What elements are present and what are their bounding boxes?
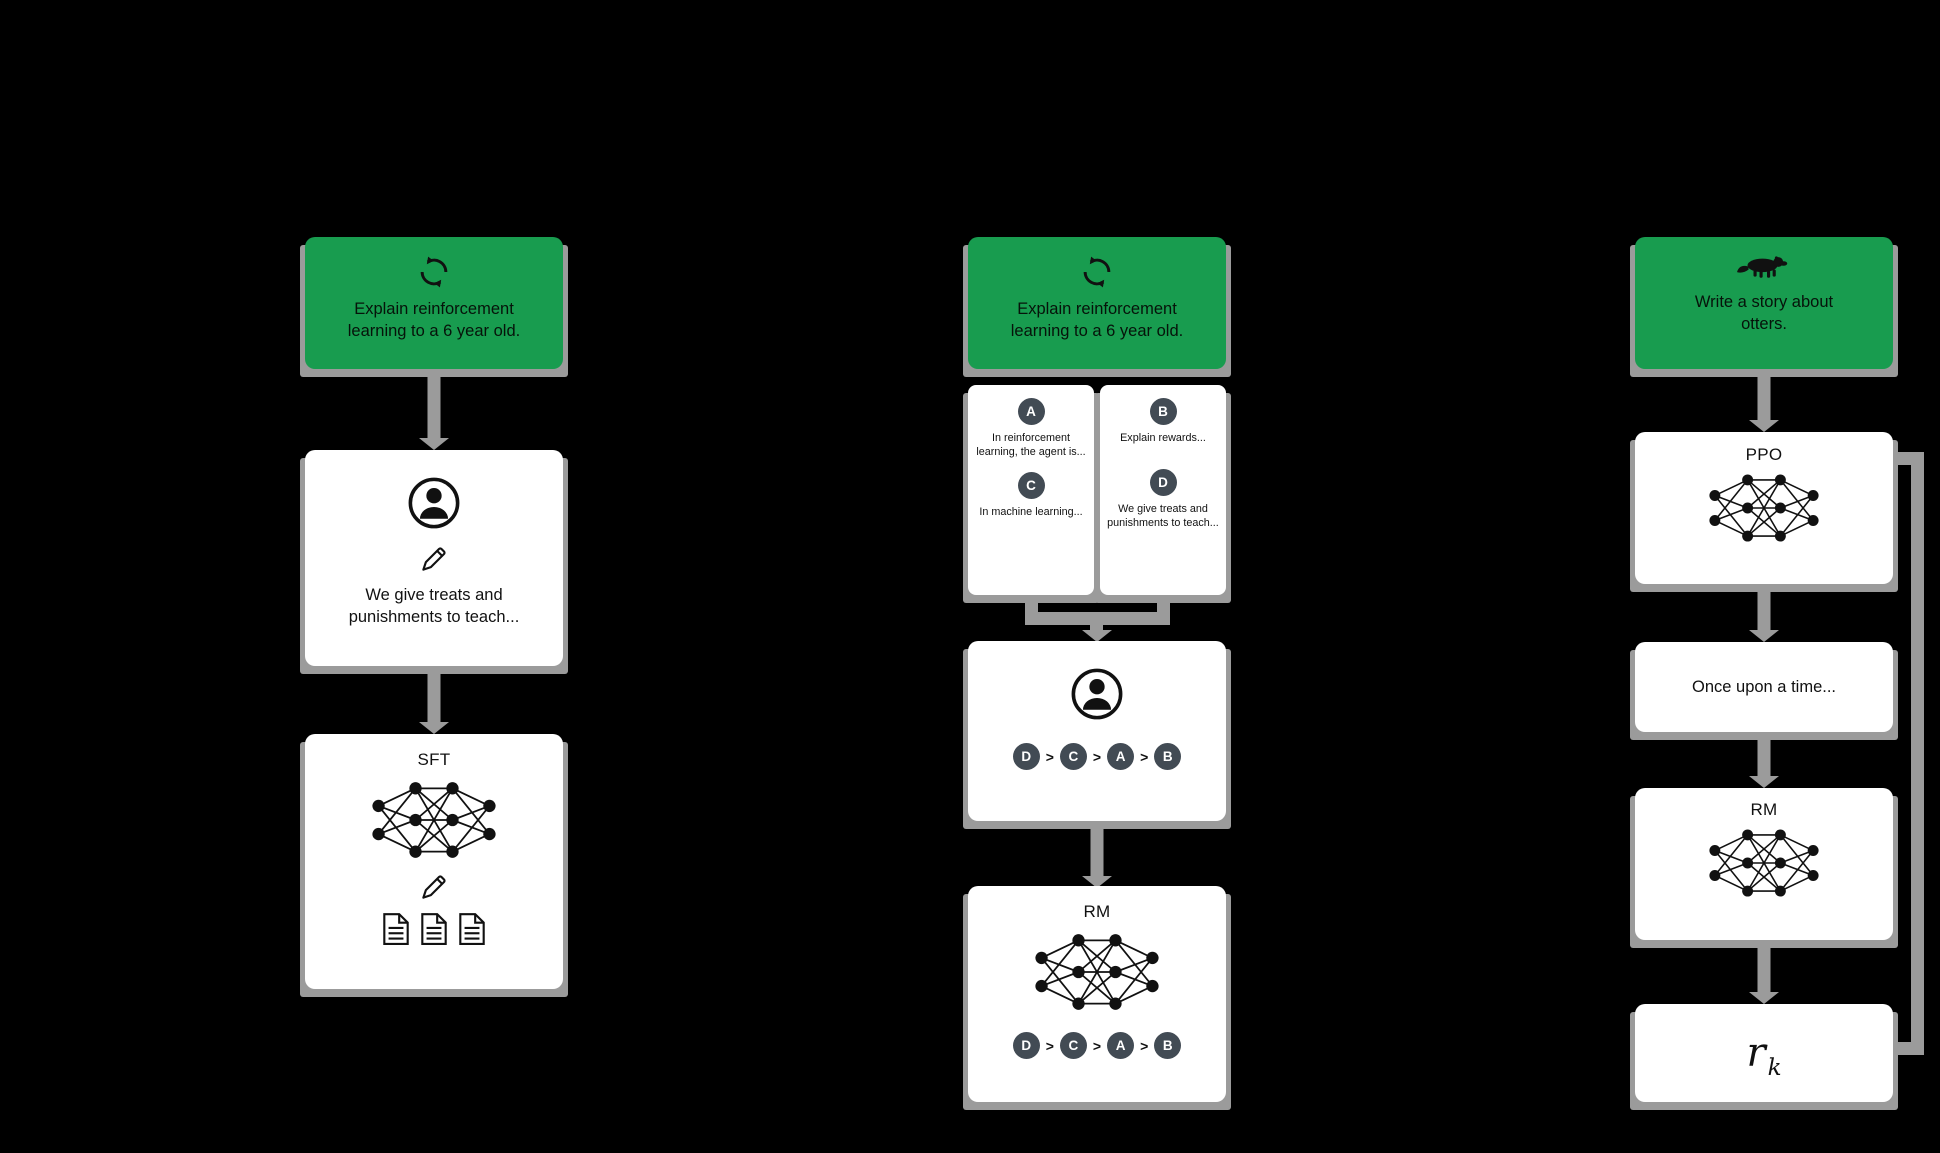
pencil-icon [419,872,449,902]
ppo-label: PPO [1745,445,1783,464]
arrow-down [1749,366,1779,432]
arrow-head-icon [1749,630,1779,642]
answer-text: In machine learning... [979,506,1083,519]
preference-ranking: D > C > A > B [1012,1032,1182,1059]
answer-badge: B [1149,398,1177,425]
documents-row [382,912,486,946]
arrow-stem [1757,577,1771,632]
gt-separator: > [1092,1037,1102,1054]
arrow-stem [427,366,441,440]
otter-icon [1735,253,1793,283]
rank-badge: B [1154,743,1182,770]
prompt-box-sft: Explain reinforcement learning to a 6 ye… [300,237,568,377]
reward-symbol: rk [1746,1030,1781,1081]
arrow-down [1082,818,1112,888]
sft-label: SFT [417,750,451,769]
answer-badge: D [1149,469,1177,497]
labeler-ranking-box: D > C > A > B [963,641,1231,829]
merge-connector-stub-left [1025,596,1038,616]
arrow-head-icon [1749,776,1779,788]
prompt-box-ppo: Write a story about otters. [1630,237,1898,377]
output-text: Once upon a time... [1692,677,1836,696]
document-icon [458,912,486,946]
rank-badge: A [1107,1032,1135,1059]
rank-badge: C [1059,743,1087,770]
neural-network-icon [1031,928,1163,1016]
arrow-head-icon [1082,630,1112,642]
merge-connector-bar [1025,612,1170,625]
rank-badge: C [1059,1032,1087,1059]
reward-model-box: RM D > C > A > B [963,886,1231,1110]
rm-label: RM [1750,800,1778,819]
gt-separator: > [1140,1037,1149,1054]
feedback-loop-vertical [1911,452,1924,1055]
labeler-person-icon [1070,667,1124,721]
feedback-loop-top [1895,452,1924,465]
demonstration-text: We give treats and punishments to teach.… [348,586,520,627]
arrow-down [1749,936,1779,1004]
rank-badge: D [1012,1032,1040,1059]
prompt-text: Explain reinforcement learning to a 6 ye… [1010,300,1184,340]
labeler-demonstration-box: We give treats and punishments to teach.… [300,450,568,674]
gt-separator: > [1092,748,1102,765]
arrow-down [1749,728,1779,788]
arrow-head-icon [419,722,449,734]
rank-badge: A [1107,743,1135,770]
feedback-loop-bottom [1889,1042,1924,1055]
neural-network-icon [1705,469,1823,547]
model-output-box: Once upon a time... [1630,642,1898,740]
arrow-down [419,662,449,734]
arrow-head-icon [419,438,449,450]
answer-badge: C [1017,472,1045,500]
answer-badge: A [1017,398,1045,425]
reward-model-scoring-box: RM [1630,788,1898,948]
prompt-text: Explain reinforcement learning to a 6 ye… [347,300,521,340]
answer-text: In reinforcement learning, the agent is.… [976,432,1086,459]
answers-box-left: A In reinforcement learning, the agent i… [963,385,1099,603]
sft-model-box: SFT [300,734,568,997]
arrow-down [1749,577,1779,642]
gt-separator: > [1140,748,1149,765]
rm-label: RM [1083,902,1111,921]
arrow-stem [427,662,441,724]
document-icon [420,912,448,946]
arrow-head-icon [1749,992,1779,1004]
ppo-policy-box: PPO [1630,432,1898,592]
reward-symbol-subscript: k [1767,1055,1782,1081]
sampling-cycle-icon [416,254,452,290]
arrow-head-icon [1749,420,1779,432]
neural-network-icon [368,776,500,864]
arrow-stem [1090,818,1104,878]
preference-ranking: D > C > A > B [1012,743,1182,770]
merge-connector-stub-right [1157,596,1170,616]
reward-value-box: rk [1630,1004,1898,1110]
arrow-down [419,366,449,450]
answers-box-right: B Explain rewards... D We give treats an… [1095,385,1231,603]
gt-separator: > [1045,748,1054,765]
pencil-icon [419,544,449,574]
rank-badge: B [1154,1032,1182,1059]
reward-symbol-base: r [1746,1030,1766,1076]
gt-separator: > [1045,1037,1054,1054]
merge-connector-stem [1090,622,1103,632]
answer-text: We give treats and punishments to teach.… [1107,503,1219,530]
prompt-box-rm: Explain reinforcement learning to a 6 ye… [963,237,1231,377]
arrow-head-icon [1082,876,1112,888]
arrow-stem [1757,936,1771,994]
arrow-stem [1757,728,1771,778]
prompt-text: Write a story about otters. [1694,293,1834,333]
rank-badge: D [1012,743,1040,770]
arrow-stem [1757,366,1771,422]
document-icon [382,912,410,946]
sampling-cycle-icon [1079,254,1115,290]
neural-network-icon [1705,824,1823,902]
labeler-person-icon [407,476,461,530]
answer-text: Explain rewards... [1120,432,1206,444]
